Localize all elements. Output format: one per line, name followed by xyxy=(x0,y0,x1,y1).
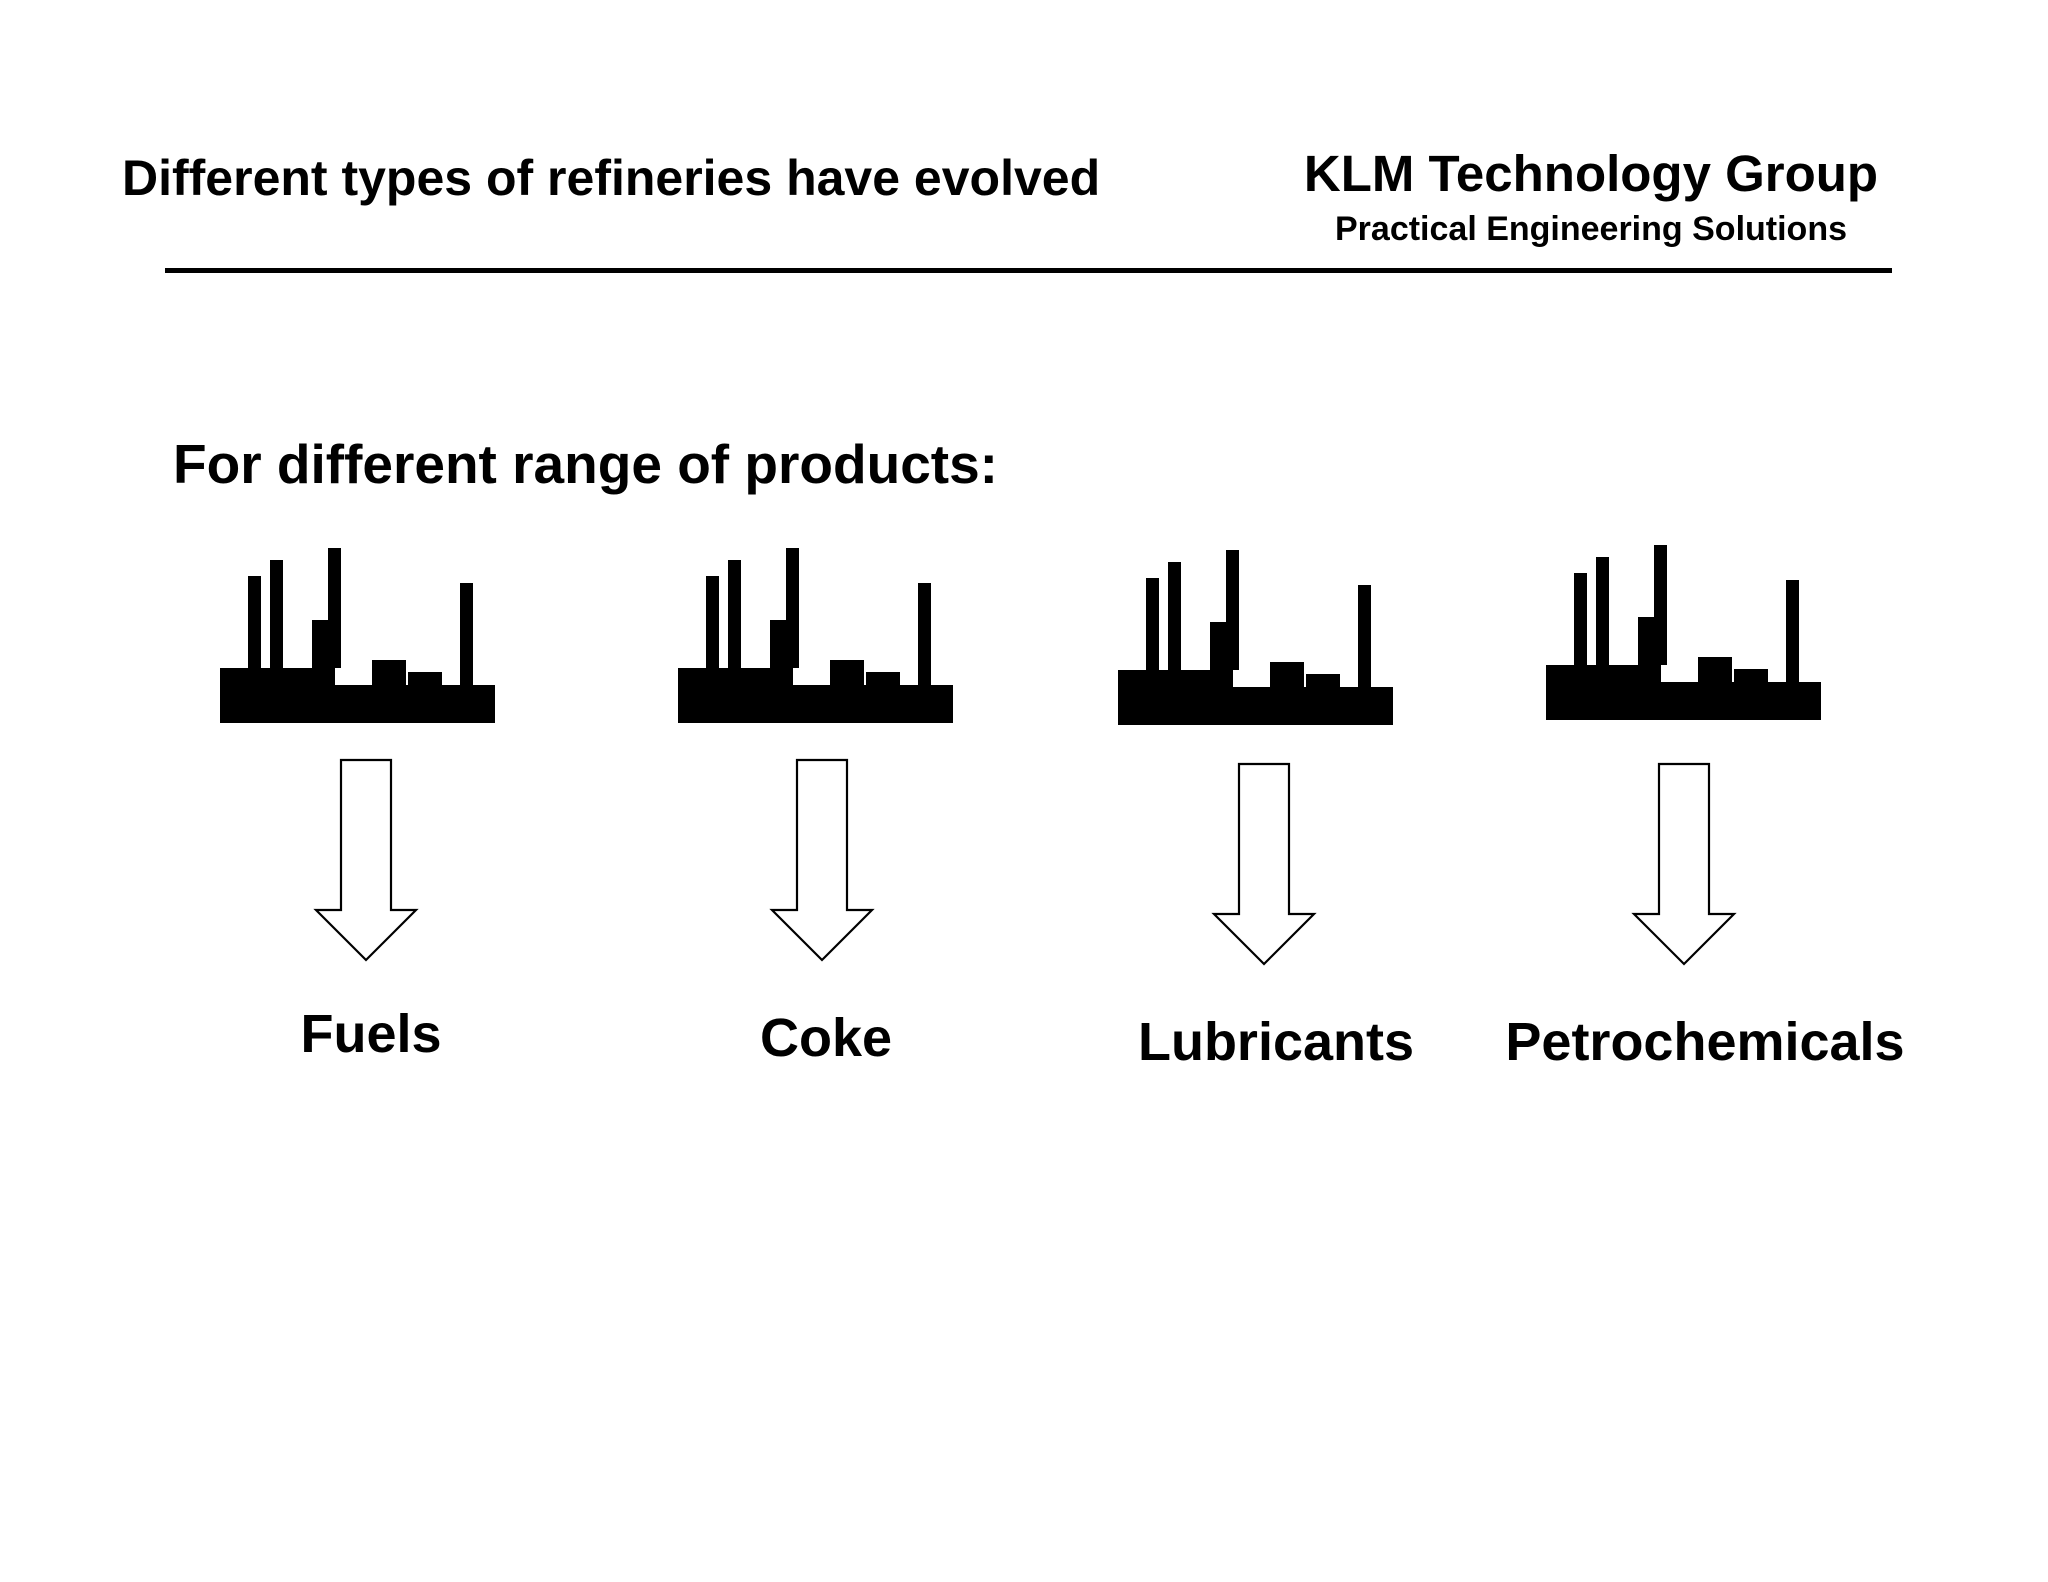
product-label-petrochemicals: Petrochemicals xyxy=(1505,1012,1904,1072)
down-arrow-outline-icon xyxy=(314,758,418,962)
company-tagline: Practical Engineering Solutions xyxy=(1335,210,1847,248)
product-label-lubricants: Lubricants xyxy=(1138,1012,1414,1072)
refinery-icon xyxy=(1546,545,1821,720)
down-arrow-outline-icon xyxy=(1632,762,1736,966)
refinery-icon xyxy=(220,548,495,723)
company-block: KLM Technology Group Practical Engineeri… xyxy=(1241,145,1941,251)
header-divider xyxy=(165,268,1892,273)
down-arrow-outline-icon xyxy=(770,758,874,962)
section-heading: For different range of products: xyxy=(173,433,998,495)
company-name: KLM Technology Group xyxy=(1303,145,1879,202)
product-label-coke: Coke xyxy=(760,1008,892,1068)
down-arrow-outline-icon xyxy=(1212,762,1316,966)
refinery-icon xyxy=(678,548,953,723)
product-label-fuels: Fuels xyxy=(300,1004,441,1064)
refinery-icon xyxy=(1118,550,1393,725)
page-title: Different types of refineries have evolv… xyxy=(122,150,1101,206)
